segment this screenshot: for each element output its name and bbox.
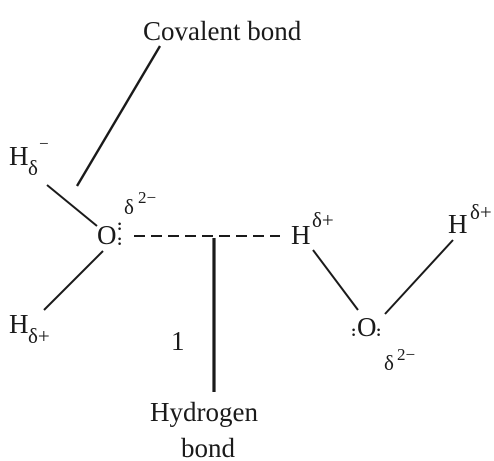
right-oxygen-lone-pair-right: : (376, 323, 381, 340)
right-oh-left-bond (312, 249, 359, 311)
left-h-top-sign: − (39, 134, 49, 153)
left-oxygen-symbol: O (97, 220, 117, 250)
hydrogen-bond-label-line2: bond (181, 433, 236, 461)
hydrogen-bond-label-line1: Hydrogen (150, 397, 258, 427)
left-h-bottom-symbol: H (9, 309, 29, 339)
left-oxygen-charge: δ (124, 195, 134, 219)
covalent-bond-pointer (75, 45, 162, 187)
left-oxygen-sign: 2− (138, 188, 156, 207)
right-h-left-symbol: H (291, 220, 311, 250)
right-h-right-symbol: H (448, 209, 468, 239)
left-oxygen-lone-pair-2: : (117, 232, 122, 249)
right-h-right-charge: δ+ (470, 200, 492, 224)
right-oxygen-sign: 2− (397, 345, 415, 364)
left-h-top-charge: δ (28, 156, 38, 180)
left-oh-bottom-bond (43, 250, 104, 311)
label-number-1: 1 (171, 326, 185, 356)
covalent-bond-label: Covalent bond (143, 16, 302, 46)
left-h-bottom-charge: δ+ (28, 324, 50, 348)
right-oh-right-bond (384, 239, 454, 315)
left-h-top-symbol: H (9, 141, 29, 171)
right-oxygen-symbol: O (357, 312, 377, 342)
right-oxygen-lone-pair-left: : (351, 323, 356, 340)
left-oxygen-lone-pair-1: : (117, 217, 122, 234)
left-oh-top-bond (46, 184, 98, 227)
right-oxygen-charge: δ (384, 351, 394, 375)
right-h-left-charge: δ+ (312, 208, 334, 232)
